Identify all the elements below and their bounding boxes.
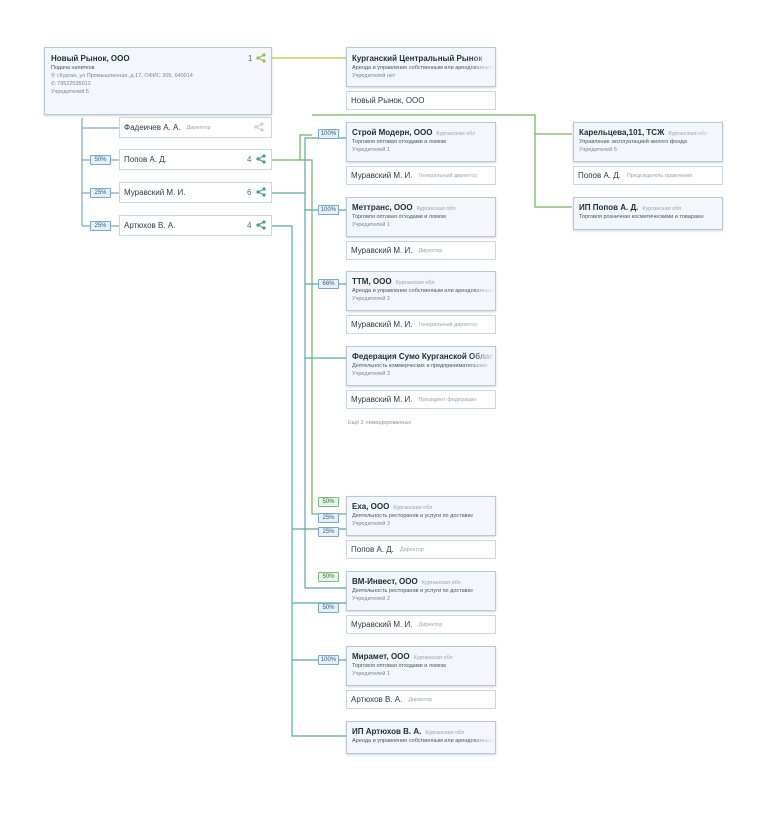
root-company-founders: Учредителей 5 xyxy=(51,89,89,95)
share-icon[interactable] xyxy=(256,53,266,63)
share-icon[interactable] xyxy=(254,122,264,132)
root-company-address: ⚲ г.Курган, ул.Промышленная, д.17, ОФИС … xyxy=(51,73,193,79)
company-person[interactable]: Муравский М. И.Президент федерации xyxy=(346,390,496,409)
founder-link-count: 6 xyxy=(247,188,252,197)
root-company-name: Новый Рынок, ООО xyxy=(51,54,130,63)
company-person[interactable]: Муравский М. И.Генеральный директор xyxy=(346,166,496,185)
root-company-phone: ✆ 79522535012 xyxy=(51,81,91,87)
company-person[interactable]: Артюхов В. А.Директор xyxy=(346,690,496,709)
root-link-count: 1 xyxy=(248,54,253,63)
share-icon[interactable] xyxy=(256,220,266,230)
company-person[interactable]: Муравский М. И.Директор xyxy=(346,241,496,260)
share-badge: 50% xyxy=(318,572,339,582)
share-badge: 50% xyxy=(90,155,111,165)
share-badge: 50% xyxy=(318,497,339,507)
share-badge: 100% xyxy=(318,655,339,665)
founder-link-count: 4 xyxy=(247,155,252,164)
company-person[interactable]: Муравский М. И.Директор xyxy=(346,615,496,634)
share-icon[interactable] xyxy=(256,187,266,197)
company-card[interactable]: Федерация Сумо Курганской Области Деятел… xyxy=(346,346,496,386)
company-person[interactable]: Попов А. Д.Директор xyxy=(346,540,496,559)
root-company-card[interactable]: Новый Рынок, ООО Подача напитков ⚲ г.Кур… xyxy=(44,47,272,115)
founder-row-artyukhov[interactable]: Артюхов В. А. xyxy=(119,215,272,236)
root-company-activity: Подача напитков xyxy=(51,65,95,71)
phone-icon: ✆ xyxy=(51,81,58,87)
share-badge: 25% xyxy=(90,188,111,198)
founder-row-fadeichev[interactable]: Фадеичев А. А.Директор xyxy=(119,117,272,138)
company-person[interactable]: Попов А. Д.Председатель правления xyxy=(573,166,723,185)
share-badge: 25% xyxy=(90,221,111,231)
share-badge: 50% xyxy=(318,603,339,613)
company-card-ip-popov[interactable]: ИП Попов А. Д.Курганская обл Торговля ро… xyxy=(573,197,723,230)
founder-row-popov[interactable]: Попов А. Д. xyxy=(119,149,272,170)
share-badge: 100% xyxy=(318,205,339,215)
share-badge: 25% xyxy=(318,513,339,523)
founder-link-count: 4 xyxy=(247,221,252,230)
share-badge: 25% xyxy=(318,527,339,537)
company-person[interactable]: Муравский М. И.Генеральный директор xyxy=(346,315,496,334)
share-badge: 66% xyxy=(318,279,339,289)
liquidated-note[interactable]: Ещё 2 ликвидированных xyxy=(348,420,412,426)
company-person-kurgan[interactable]: Новый Рынок, ООО xyxy=(346,91,496,110)
company-card-kurgan[interactable]: Курганский Центральный Рынок Аренда и уп… xyxy=(346,47,496,87)
share-icon[interactable] xyxy=(256,154,266,164)
company-card[interactable]: ИП Артюхов В. А.Курганская обл Аренда и … xyxy=(346,721,496,754)
location-icon: ⚲ xyxy=(51,73,57,79)
founder-row-muravsky[interactable]: Муравский М. И. xyxy=(119,182,272,203)
share-badge: 100% xyxy=(318,129,339,139)
